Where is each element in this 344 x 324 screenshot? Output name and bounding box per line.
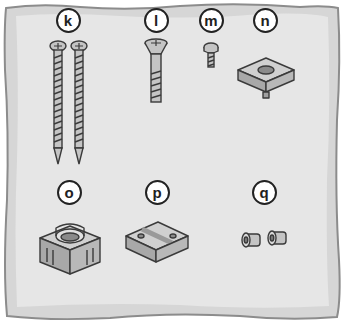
callout-circle: k [56,8,81,33]
callout-circle: p [145,180,170,205]
callout-letter: m [204,13,217,28]
callout-circle: n [253,8,278,33]
callout-circle: m [199,8,224,33]
callout-letter: k [64,13,72,28]
callout-letter: o [64,185,73,200]
callout-letter: l [154,13,158,28]
callout-letter: q [259,185,268,200]
callout-letter: n [260,13,269,28]
callout-circle: o [57,180,82,205]
callout-circle: q [252,180,277,205]
callout-letter: p [152,185,161,200]
callout-circle: l [144,8,169,33]
